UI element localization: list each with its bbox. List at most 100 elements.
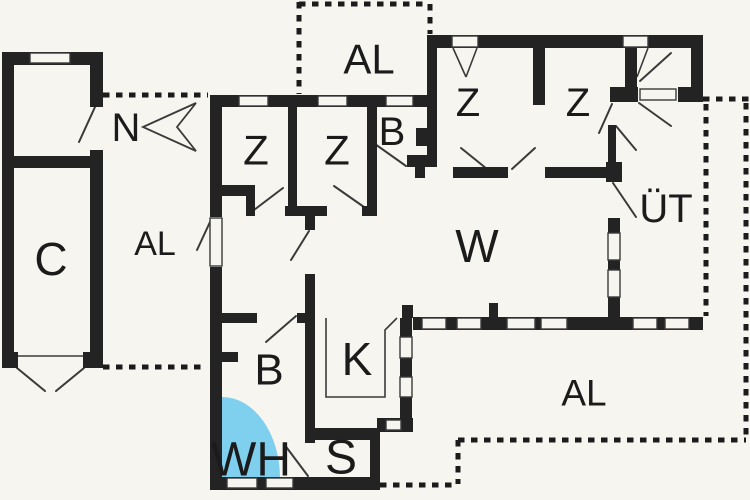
wall-segment	[210, 267, 222, 490]
wall-segment	[610, 87, 638, 102]
window-opening	[607, 269, 621, 298]
window-opening	[622, 35, 649, 48]
wall-segment	[608, 297, 620, 317]
wall-segment	[90, 52, 103, 107]
door-swing-line	[460, 147, 488, 170]
north-label: N	[112, 106, 141, 150]
door-swing-line	[639, 52, 672, 82]
wall-segment	[370, 430, 380, 490]
wall-segment	[222, 352, 238, 362]
wall-segment	[83, 352, 103, 368]
wall-segment	[222, 313, 257, 323]
door-swing-line	[638, 102, 672, 127]
wall-segment	[288, 107, 297, 216]
window-opening	[265, 477, 294, 489]
window-opening	[399, 376, 413, 398]
wall-segment	[400, 318, 412, 337]
north-indicator: N	[112, 102, 197, 152]
door-swing-line	[374, 143, 407, 167]
window-opening	[421, 317, 447, 330]
door-swing-line	[612, 182, 637, 218]
door-swings	[16, 52, 672, 477]
wall-segment	[691, 35, 703, 102]
door-swing-line	[265, 315, 297, 343]
window-opening	[639, 88, 677, 101]
wall-segment	[678, 87, 703, 102]
window-opening	[209, 217, 223, 267]
window-opening	[451, 35, 479, 48]
door-swing-line	[598, 103, 613, 134]
window-opening	[385, 419, 402, 431]
room-label-al-top: AL	[343, 36, 394, 83]
dashed-boundaries	[103, 1, 750, 488]
fixture-line	[636, 47, 649, 78]
left-wing-walls	[209, 95, 437, 490]
door-swing-line	[253, 187, 284, 211]
wall-segment	[285, 206, 327, 216]
wall-segment	[427, 35, 437, 167]
wall-segment	[246, 185, 255, 216]
door-swing-line	[615, 125, 637, 151]
door-swing-line	[511, 147, 536, 170]
fixture-line	[452, 47, 467, 78]
room-label-b-top: B	[379, 110, 406, 154]
room-labels: C AL AL AL Z Z Z Z B B W K S WH ÜT	[34, 36, 692, 487]
window-opening	[632, 317, 658, 330]
wall-segment	[400, 358, 412, 377]
wall-segment	[2, 352, 18, 368]
wall-segment	[416, 128, 428, 146]
room-label-ut: ÜT	[639, 187, 692, 231]
room-label-al-left: AL	[134, 225, 176, 263]
wall-segment	[210, 95, 222, 217]
wall-segment	[453, 167, 508, 178]
room-label-al-right: AL	[561, 373, 606, 414]
window-opening	[540, 317, 568, 330]
wall-segment	[489, 303, 498, 317]
wall-segment	[222, 185, 246, 196]
door-swing-line	[283, 443, 309, 477]
wall-segment	[606, 162, 622, 182]
wh-highlight-quarter-circle	[222, 397, 280, 478]
room-label-wh: WH	[211, 434, 291, 487]
wall-segment	[2, 52, 14, 368]
wall-segment	[367, 107, 377, 216]
wall-segment	[533, 48, 545, 105]
room-label-z3: Z	[456, 81, 480, 125]
wall-segment	[415, 167, 425, 178]
window-casement-marks	[18, 47, 649, 357]
wall-segment	[362, 206, 377, 216]
wall-segment	[12, 156, 92, 168]
room-label-b-lower: B	[254, 346, 283, 395]
window-opening	[456, 317, 482, 330]
window-opening	[399, 336, 413, 359]
wall-segment	[310, 428, 380, 440]
window-opening	[317, 95, 348, 107]
wall-segment	[305, 274, 315, 443]
wall-segment	[625, 48, 637, 90]
wall-segment	[297, 313, 310, 323]
door-swing-line	[16, 367, 46, 392]
north-arrow-icon	[140, 102, 197, 152]
wall-segment	[545, 167, 608, 178]
window-opening	[385, 95, 414, 107]
wall-segment	[608, 125, 616, 162]
window-opening	[607, 232, 621, 261]
wall-segment	[400, 397, 412, 418]
room-label-z1: Z	[243, 127, 269, 174]
wall-segment	[90, 150, 103, 368]
door-swing-line	[55, 367, 85, 392]
window-opening	[506, 317, 536, 330]
room-label-w: W	[455, 220, 499, 272]
wall-segment	[402, 305, 413, 318]
room-label-z4: Z	[566, 81, 590, 125]
window-opening	[664, 317, 690, 330]
kitchen-counter-outline	[325, 317, 398, 398]
building-c-walls	[2, 52, 103, 368]
window-opening	[238, 95, 269, 107]
right-wing-walls	[413, 35, 703, 330]
door-swing-line	[196, 221, 211, 251]
wall-segment	[608, 260, 620, 270]
door-swing-line	[290, 230, 310, 261]
